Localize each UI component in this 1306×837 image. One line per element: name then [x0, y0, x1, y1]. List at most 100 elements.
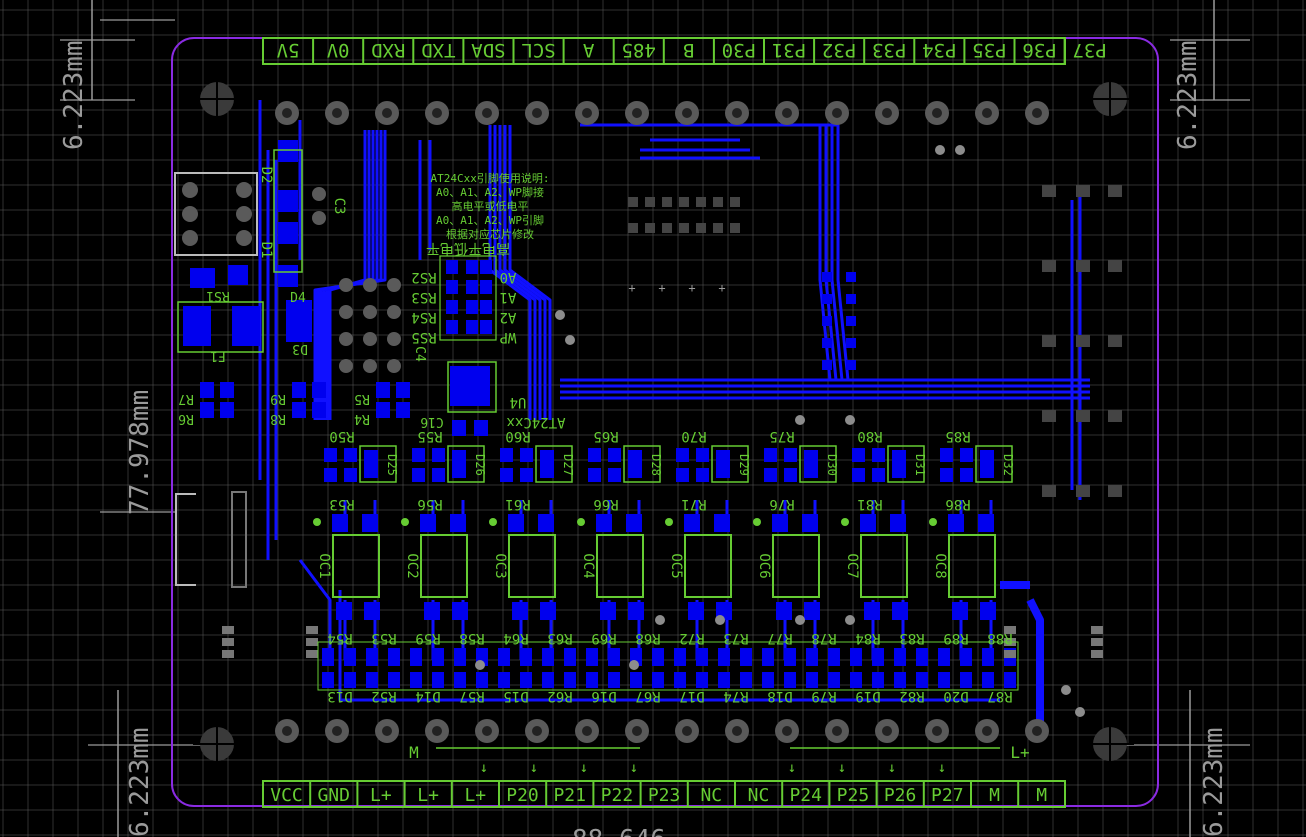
led-label: D26: [473, 454, 487, 476]
d3-pad: [286, 320, 312, 342]
mcu-side-pad: [846, 360, 856, 370]
res-row-pad: [630, 672, 642, 688]
opto-pad: [804, 602, 820, 620]
mcu-pad: [645, 223, 655, 233]
res-pad: [324, 448, 337, 462]
header-pad-hole: [732, 726, 742, 736]
r7-label: R7: [178, 391, 194, 406]
side-pad: [1076, 335, 1090, 347]
jumper-pad: [339, 359, 353, 373]
d1-pad: [278, 265, 298, 287]
opto-pad: [952, 602, 968, 620]
led-outline: [711, 445, 749, 483]
rs1-pad: [190, 268, 215, 288]
d4-pad: [286, 300, 312, 322]
rs1-pad: [228, 265, 248, 285]
res-row-pad: [322, 672, 334, 688]
led-outline: [975, 445, 1013, 483]
res-row-pad: [828, 672, 840, 688]
d3-label: D3: [292, 341, 308, 356]
res-mid-label: R61: [505, 496, 530, 512]
res-row-pad: [718, 672, 730, 688]
side-conn-pad: [1004, 626, 1016, 634]
copper-trace: [503, 125, 547, 420]
res-pad: [960, 468, 973, 482]
res-mid-label: R56: [417, 496, 442, 512]
header-pad-hole: [632, 108, 642, 118]
res-top-label: R75: [769, 428, 794, 444]
via: [845, 415, 855, 425]
header-pad-hole: [982, 726, 992, 736]
opto-pad: [626, 514, 642, 532]
side-pad: [1076, 485, 1090, 497]
res-pad: [852, 448, 865, 462]
res-row-pad: [454, 648, 466, 666]
dim-bottom-left: 6.223mm: [125, 727, 155, 837]
mcu-side-pad: [846, 316, 856, 326]
bus-arrow: ↓: [530, 760, 538, 776]
c4-label: C4: [412, 346, 427, 362]
opto-pad: [600, 602, 616, 620]
via: [629, 660, 639, 670]
opto-label: OC6: [756, 553, 772, 578]
c3-pad: [312, 211, 326, 225]
mcu-pad: [730, 223, 740, 233]
side-conn-pad: [306, 626, 318, 634]
opto-label: OC1: [316, 553, 332, 578]
header-pad-hole: [282, 726, 292, 736]
top-header-label: SCL: [521, 39, 555, 61]
pin1-dot: [489, 518, 497, 526]
led-pad: [804, 450, 818, 478]
opto-pad: [890, 514, 906, 532]
bus-arrow: ↓: [788, 760, 796, 776]
via: [1061, 685, 1071, 695]
res-row-lower-label: D15: [503, 688, 528, 704]
mcu-pad: [713, 197, 723, 207]
via: [475, 660, 485, 670]
bus-arrow: ↓: [630, 760, 638, 776]
top-header-label: P33: [872, 39, 906, 61]
mcu-pad: [679, 197, 689, 207]
jack-pad: [182, 206, 198, 222]
pin1-dot: [841, 518, 849, 526]
res-row-pad: [410, 672, 422, 688]
c3-pad: [312, 187, 326, 201]
opto-pad: [362, 514, 378, 532]
mcu-pad: [713, 223, 723, 233]
top-header-label: P32: [822, 39, 856, 61]
jumper-pad: [387, 332, 401, 346]
d1-pad: [278, 222, 298, 244]
res-row-pad: [960, 672, 972, 688]
res-mid-label: R81: [857, 496, 882, 512]
res-row-pad: [938, 648, 950, 666]
side-pad: [1108, 185, 1122, 197]
res-row-lower-label: R74: [723, 688, 748, 704]
res-row-pad: [652, 648, 664, 666]
note-line3: A0、A1、A2、WP引脚: [436, 213, 544, 227]
bottom-header-label: NC: [700, 785, 722, 806]
res-row-lower-label: D17: [679, 688, 704, 704]
opto-outline: [332, 534, 380, 598]
top-header-label: 5V: [277, 39, 300, 61]
eeprom-res-outline: [439, 255, 497, 341]
res-row-lower-label: R87: [987, 688, 1012, 704]
f1-label: F1: [210, 348, 226, 363]
led-outline: [359, 445, 397, 483]
header-pad-hole: [432, 108, 442, 118]
c3-label: C3: [331, 198, 347, 215]
header-pad-hole: [532, 108, 542, 118]
header-pad-hole: [982, 108, 992, 118]
res-row-pad: [872, 648, 884, 666]
res-row-pad: [784, 672, 796, 688]
top-header-label: P31: [772, 39, 806, 61]
pin1-dot: [401, 518, 409, 526]
res-row-pad: [520, 672, 532, 688]
bottom-header-label: P20: [506, 785, 539, 806]
bottom-header-label: M: [1036, 785, 1047, 806]
pin1-dot: [753, 518, 761, 526]
dim-top-right: 6.223mm: [1173, 40, 1203, 150]
res-row-upper-label: R72: [679, 630, 704, 646]
res-row-pad: [388, 648, 400, 666]
res-row-lower-label: D13: [327, 688, 352, 704]
